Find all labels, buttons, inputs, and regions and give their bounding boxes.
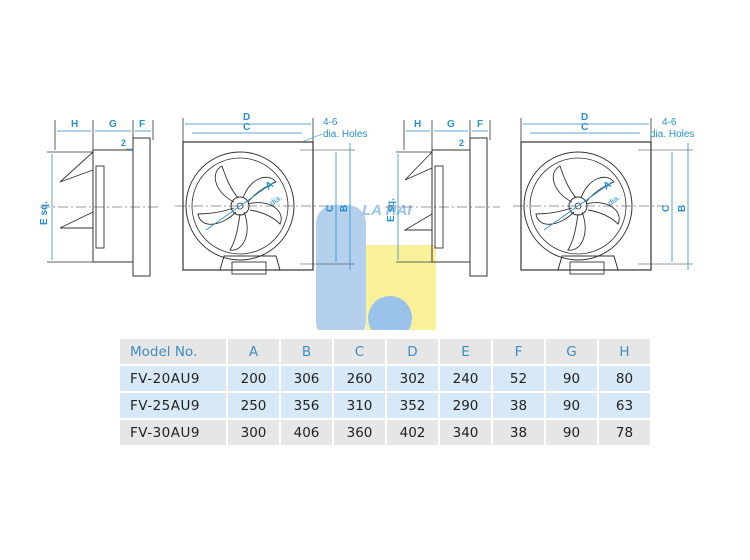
cell-model: FV-25AU9	[120, 393, 226, 418]
table-row: FV-30AU9 300 406 360 402 340 38 90 78	[120, 420, 650, 445]
cell-c: 310	[334, 393, 385, 418]
cell-c: 260	[334, 366, 385, 391]
table-row: FV-20AU9 200 306 260 302 240 52 90 80	[120, 366, 650, 391]
dim-a-right: A	[601, 179, 613, 192]
cell-b: 356	[281, 393, 332, 418]
header-model: Model No.	[120, 339, 226, 364]
dim-c-right: C	[581, 122, 588, 133]
header-g: G	[546, 339, 597, 364]
dim-g: G	[109, 119, 117, 130]
dim-b-right: B	[677, 205, 688, 212]
holes-label-line1-right: 4-6	[662, 117, 677, 128]
header-h: H	[599, 339, 650, 364]
dim-f-right: F	[477, 119, 483, 130]
header-e: E	[440, 339, 491, 364]
front-view-left: D C 4-6 dia. Holes A dia. C B	[175, 112, 367, 275]
holes-label-line2-right: dia. Holes	[650, 129, 694, 140]
dim-f: F	[139, 119, 145, 130]
dim-dia: dia.	[268, 193, 284, 208]
front-view-right: D C 4-6 dia. Holes A dia. C B	[513, 112, 694, 275]
cell-e: 290	[440, 393, 491, 418]
table-header-row: Model No. A B C D E F G H	[120, 339, 650, 364]
dim-2: 2	[121, 138, 126, 148]
dim-2-right: 2	[459, 138, 464, 148]
dim-g-right: G	[447, 119, 455, 130]
dim-h: H	[71, 119, 78, 130]
cell-e: 240	[440, 366, 491, 391]
cell-g: 90	[546, 393, 597, 418]
fan-dimension-drawing: LA HAI H G F 2 E sq. D C 4-6	[39, 112, 694, 330]
header-b: B	[281, 339, 332, 364]
cell-f: 52	[493, 366, 544, 391]
cell-b: 306	[281, 366, 332, 391]
holes-label-line2: dia. Holes	[323, 129, 367, 140]
side-view-left: H G F 2 E sq.	[39, 119, 160, 277]
dim-d-right: D	[581, 112, 588, 123]
dim-c-vertical-right: C	[661, 205, 672, 212]
cell-g: 90	[546, 420, 597, 445]
cell-h: 80	[599, 366, 650, 391]
cell-e: 340	[440, 420, 491, 445]
header-f: F	[493, 339, 544, 364]
header-a: A	[228, 339, 279, 364]
dim-e-sq-right: E sq.	[386, 198, 397, 222]
side-view-right: H G F 2 E sq.	[385, 119, 500, 277]
cell-model: FV-30AU9	[120, 420, 226, 445]
dim-h-right: H	[414, 119, 421, 130]
cell-b: 406	[281, 420, 332, 445]
cell-d: 302	[387, 366, 438, 391]
cell-a: 250	[228, 393, 279, 418]
watermark-logo: LA HAI	[316, 202, 436, 330]
cell-a: 200	[228, 366, 279, 391]
cell-c: 360	[334, 420, 385, 445]
dim-b: B	[339, 205, 350, 212]
cell-g: 90	[546, 366, 597, 391]
holes-label-line1: 4-6	[323, 117, 338, 128]
cell-model: FV-20AU9	[120, 366, 226, 391]
dim-c-vertical: C	[325, 205, 336, 212]
header-d: D	[387, 339, 438, 364]
cell-f: 38	[493, 393, 544, 418]
dim-dia-right: dia.	[606, 193, 622, 208]
cell-h: 78	[599, 420, 650, 445]
dim-d: D	[243, 112, 250, 123]
cell-a: 300	[228, 420, 279, 445]
dim-e-sq: E sq.	[39, 201, 50, 225]
dim-a: A	[263, 179, 275, 192]
watermark-text: LA HAI	[362, 202, 412, 219]
dimension-table: Model No. A B C D E F G H FV-20AU9 200 3…	[118, 337, 652, 447]
table-row: FV-25AU9 250 356 310 352 290 38 90 63	[120, 393, 650, 418]
cell-h: 63	[599, 393, 650, 418]
cell-d: 352	[387, 393, 438, 418]
cell-d: 402	[387, 420, 438, 445]
cell-f: 38	[493, 420, 544, 445]
dim-c: C	[243, 122, 250, 133]
header-c: C	[334, 339, 385, 364]
